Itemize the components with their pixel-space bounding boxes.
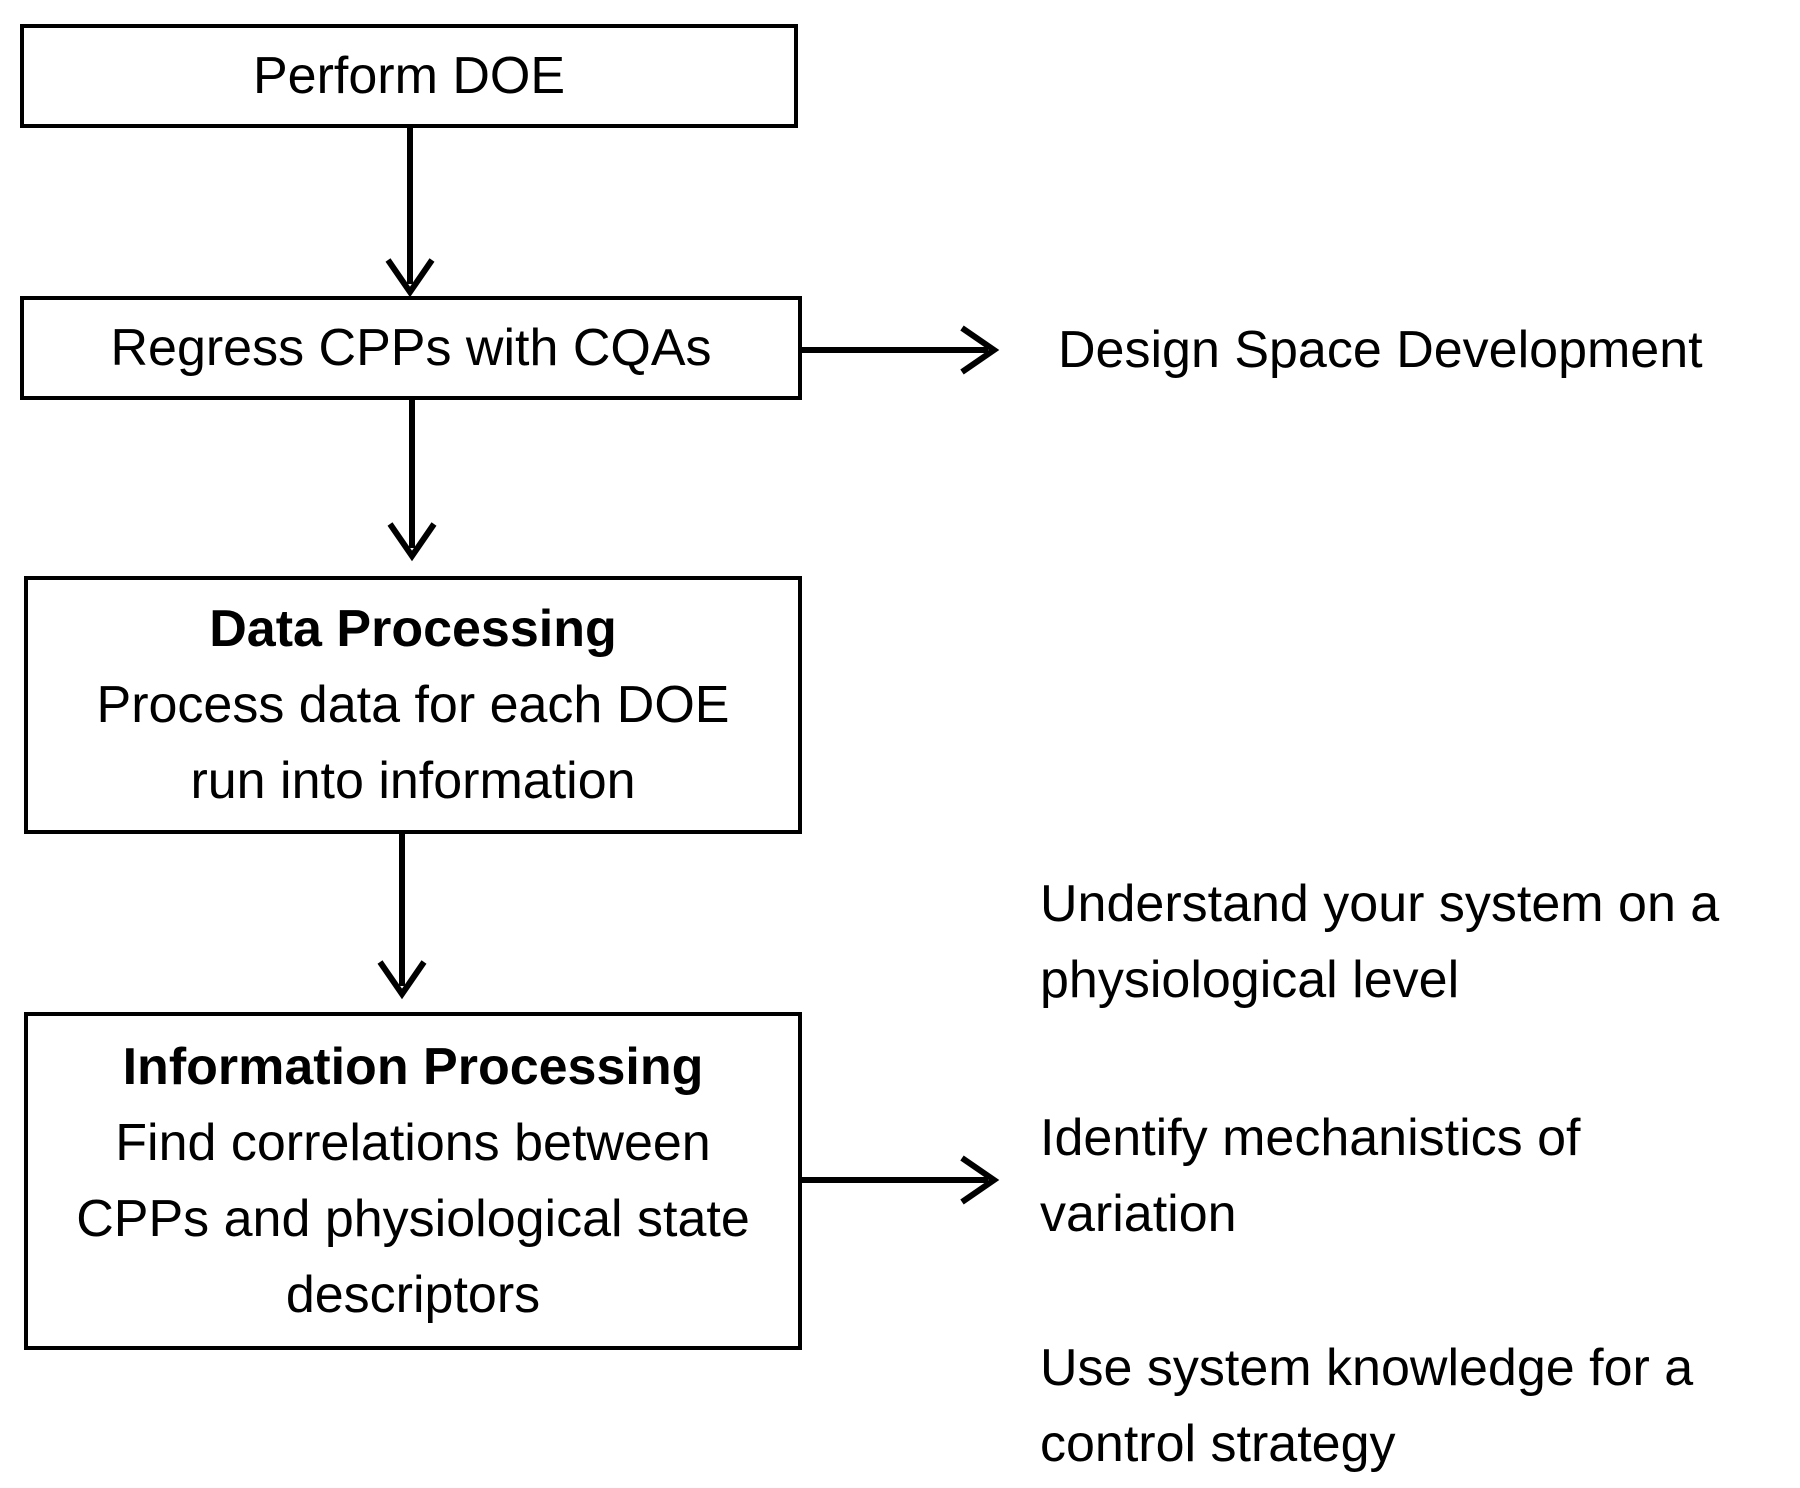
- perform-doe-label: Perform DOE: [252, 47, 566, 105]
- use-system-knowledge-line-2: control strategy: [1040, 1415, 1396, 1473]
- information-processing-line-3: descriptors: [285, 1266, 541, 1324]
- perform-doe-box: Perform DOE: [20, 24, 798, 128]
- arrow-regress-to-design-head: [960, 325, 1000, 375]
- information-processing-line-2: CPPs and physiological state: [76, 1190, 750, 1248]
- data-processing-line-1: Process data for each DOE: [96, 676, 730, 734]
- regress-label: Regress CPPs with CQAs: [110, 319, 712, 377]
- information-processing-line-1: Find correlations between: [115, 1114, 711, 1172]
- design-space-development-text: Design Space Development: [1058, 321, 1703, 379]
- arrow-info-to-outcomes-head: [960, 1155, 1000, 1205]
- arrow-doe-to-regress-head: [385, 258, 435, 298]
- information-processing-box: Information Processing Find correlations…: [24, 1012, 802, 1350]
- understand-system-line-1: Understand your system on a: [1040, 875, 1720, 933]
- data-processing-box: Data Processing Process data for each DO…: [24, 576, 802, 834]
- identify-mechanistics-line-2: variation: [1040, 1185, 1237, 1243]
- use-system-knowledge-line-1: Use system knowledge for a: [1040, 1339, 1694, 1397]
- identify-mechanistics-line-1: Identify mechanistics of: [1040, 1109, 1581, 1167]
- data-processing-line-2: run into information: [190, 752, 636, 810]
- information-processing-heading: Information Processing: [122, 1038, 704, 1096]
- arrow-regress-to-data-head: [387, 522, 437, 562]
- understand-system-text: Understand your system on a physiologica…: [1040, 866, 1719, 1018]
- identify-mechanistics-text: Identify mechanistics of variation: [1040, 1100, 1580, 1252]
- understand-system-line-2: physiological level: [1040, 951, 1460, 1009]
- regress-box: Regress CPPs with CQAs: [20, 296, 802, 400]
- data-processing-heading: Data Processing: [209, 600, 617, 658]
- arrow-data-to-info-head: [377, 960, 427, 1000]
- use-system-knowledge-text: Use system knowledge for a control strat…: [1040, 1330, 1693, 1482]
